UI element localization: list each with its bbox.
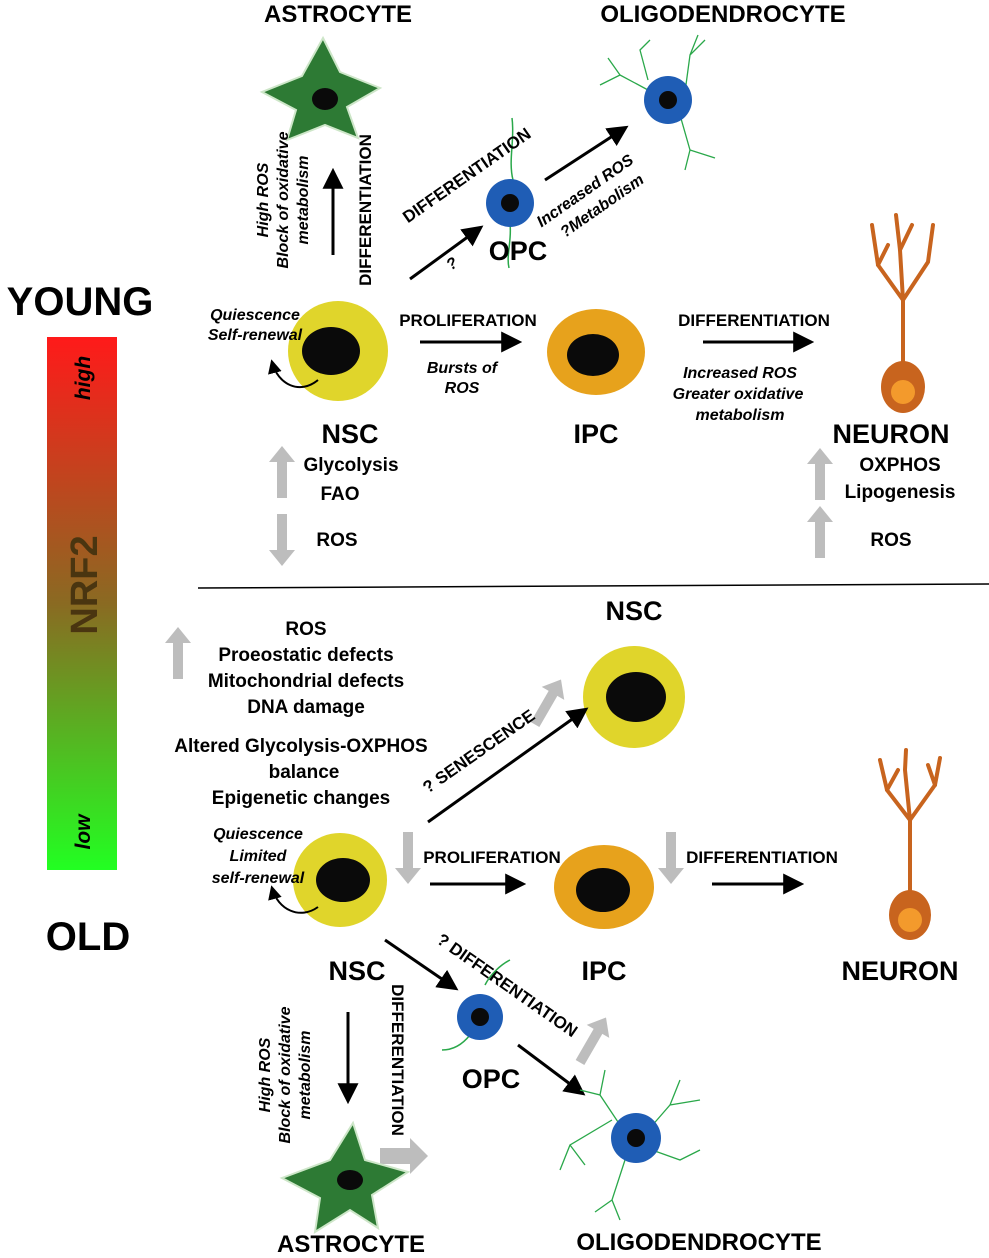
old-opc-cell xyxy=(441,959,511,1051)
old-nsc-cell xyxy=(293,833,387,927)
young-ros-right-label: ROS xyxy=(870,530,911,551)
nrf2-gradient-bar xyxy=(47,337,117,870)
old-defects-up-arrow xyxy=(165,627,191,679)
young-bursts-label-1: Bursts of xyxy=(427,360,499,377)
young-ipc-cell xyxy=(547,309,645,395)
old-differentiation-down-arrow xyxy=(658,832,684,884)
young-ros-down-arrow xyxy=(269,514,295,566)
svg-text:metabolism: metabolism xyxy=(297,1031,314,1120)
young-ros-left-label: ROS xyxy=(316,530,357,551)
svg-text:Block of oxidative: Block of oxidative xyxy=(275,131,292,268)
old-oligodendrocyte-cell xyxy=(559,1069,701,1221)
young-nsc-label: NSC xyxy=(321,419,378,449)
young-oxphos-up-arrow xyxy=(807,448,833,500)
old-q-differentiation-label: ? DIFFERENTIATION xyxy=(433,930,581,1041)
old-astrocyte-cell xyxy=(279,1120,411,1235)
young-neuron-note-2: Greater oxidative xyxy=(673,386,804,403)
young-opc-label: OPC xyxy=(489,236,548,266)
old-label: OLD xyxy=(46,915,130,959)
old-astrocyte-note: High ROS Block of oxidative metabolism xyxy=(257,1006,314,1143)
young-neuron-label: NEURON xyxy=(832,419,949,449)
old-oligodendrocyte-title: OLIGODENDROCYTE xyxy=(576,1229,821,1256)
young-oligodendrocyte-cell xyxy=(599,34,716,171)
young-ros-up-arrow xyxy=(807,506,833,558)
young-lipogenesis-label: Lipogenesis xyxy=(845,482,956,503)
young-quiescence-label: Quiescence xyxy=(210,307,300,324)
nrf2-label: NRF2 xyxy=(64,535,106,634)
old-altered-1: Altered Glycolysis-OXPHOS xyxy=(174,736,427,757)
old-senescence-arrow xyxy=(427,707,589,824)
young-fao-label: FAO xyxy=(320,484,359,505)
old-senescence-label: ? SENESCENCE xyxy=(419,706,538,797)
old-oligo-up-arrow xyxy=(568,1010,618,1070)
young-neuron-note-1: Increased ROS xyxy=(683,365,797,382)
old-defect-proteostatic: Proeostatic defects xyxy=(218,645,393,666)
young-oxphos-label: OXPHOS xyxy=(859,455,940,476)
nrf2-low-label: low xyxy=(72,813,95,850)
young-opc-question: ? xyxy=(444,254,462,274)
old-nsc-label: NSC xyxy=(328,956,385,986)
young-self-renewal-label: Self-renewal xyxy=(208,327,303,344)
old-altered-2: balance xyxy=(269,762,340,783)
old-senescent-nsc-cell xyxy=(583,646,685,748)
old-ipc-cell xyxy=(554,845,654,929)
young-self-renewal-arrow xyxy=(268,359,319,389)
young-ipc-label: IPC xyxy=(573,419,618,449)
nrf2-high-label: high xyxy=(72,356,95,400)
old-altered-3: Epigenetic changes xyxy=(212,788,390,809)
young-opc-cell xyxy=(486,117,534,269)
svg-text:High ROS: High ROS xyxy=(255,162,272,237)
young-nsc-cell xyxy=(288,301,388,401)
young-astrocyte-diff-label: DIFFERENTIATION xyxy=(356,134,375,286)
old-self-renewal-label: self-renewal xyxy=(212,870,305,887)
old-proliferation-down-arrow xyxy=(395,832,421,884)
old-astrocyte-diff-label: DIFFERENTIATION xyxy=(388,984,407,1136)
svg-text:High ROS: High ROS xyxy=(257,1037,274,1112)
old-senescent-nsc-label: NSC xyxy=(605,596,662,626)
young-oligodendrocyte-title: OLIGODENDROCYTE xyxy=(600,1,845,28)
old-proliferation-label: PROLIFERATION xyxy=(423,848,561,867)
age-divider xyxy=(197,583,989,589)
old-astrocyte-gray-arrow xyxy=(380,1138,428,1174)
old-defect-ros: ROS xyxy=(285,619,326,640)
old-neuron-label: NEURON xyxy=(841,956,958,986)
young-nsc-to-opc-arrow xyxy=(409,225,484,281)
young-glycolysis-up-arrow xyxy=(269,446,295,498)
young-glycolysis-label: Glycolysis xyxy=(303,455,398,476)
old-limited-label: Limited xyxy=(230,848,288,865)
old-defect-mitochondrial: Mitochondrial defects xyxy=(208,671,404,692)
young-differentiation-label: DIFFERENTIATION xyxy=(678,311,830,330)
old-astrocyte-title: ASTROCYTE xyxy=(277,1231,425,1258)
young-opc-to-oligo-arrow xyxy=(544,125,629,182)
young-astrocyte-note: High ROS Block of oxidative metabolism xyxy=(255,131,312,268)
old-nsc-to-opc-arrow xyxy=(384,938,459,991)
svg-text:Block of oxidative: Block of oxidative xyxy=(277,1006,294,1143)
old-defect-dna: DNA damage xyxy=(247,697,365,718)
old-quiescence-label: Quiescence xyxy=(213,826,303,843)
old-ipc-label: IPC xyxy=(581,956,626,986)
old-opc-to-oligo-arrow xyxy=(517,1043,586,1096)
old-differentiation-label: DIFFERENTIATION xyxy=(686,848,838,867)
young-proliferation-label: PROLIFERATION xyxy=(399,311,537,330)
svg-text:metabolism: metabolism xyxy=(295,156,312,245)
old-self-renewal-arrow xyxy=(268,885,319,914)
young-bursts-label-2: ROS xyxy=(445,380,480,397)
young-neuron-cell xyxy=(870,213,935,413)
young-neuron-note-3: metabolism xyxy=(696,407,785,424)
old-neuron-cell xyxy=(878,748,942,940)
young-label: YOUNG xyxy=(7,280,154,324)
young-astrocyte-cell xyxy=(259,35,383,142)
old-opc-label: OPC xyxy=(462,1064,521,1094)
young-astrocyte-title: ASTROCYTE xyxy=(264,1,412,28)
